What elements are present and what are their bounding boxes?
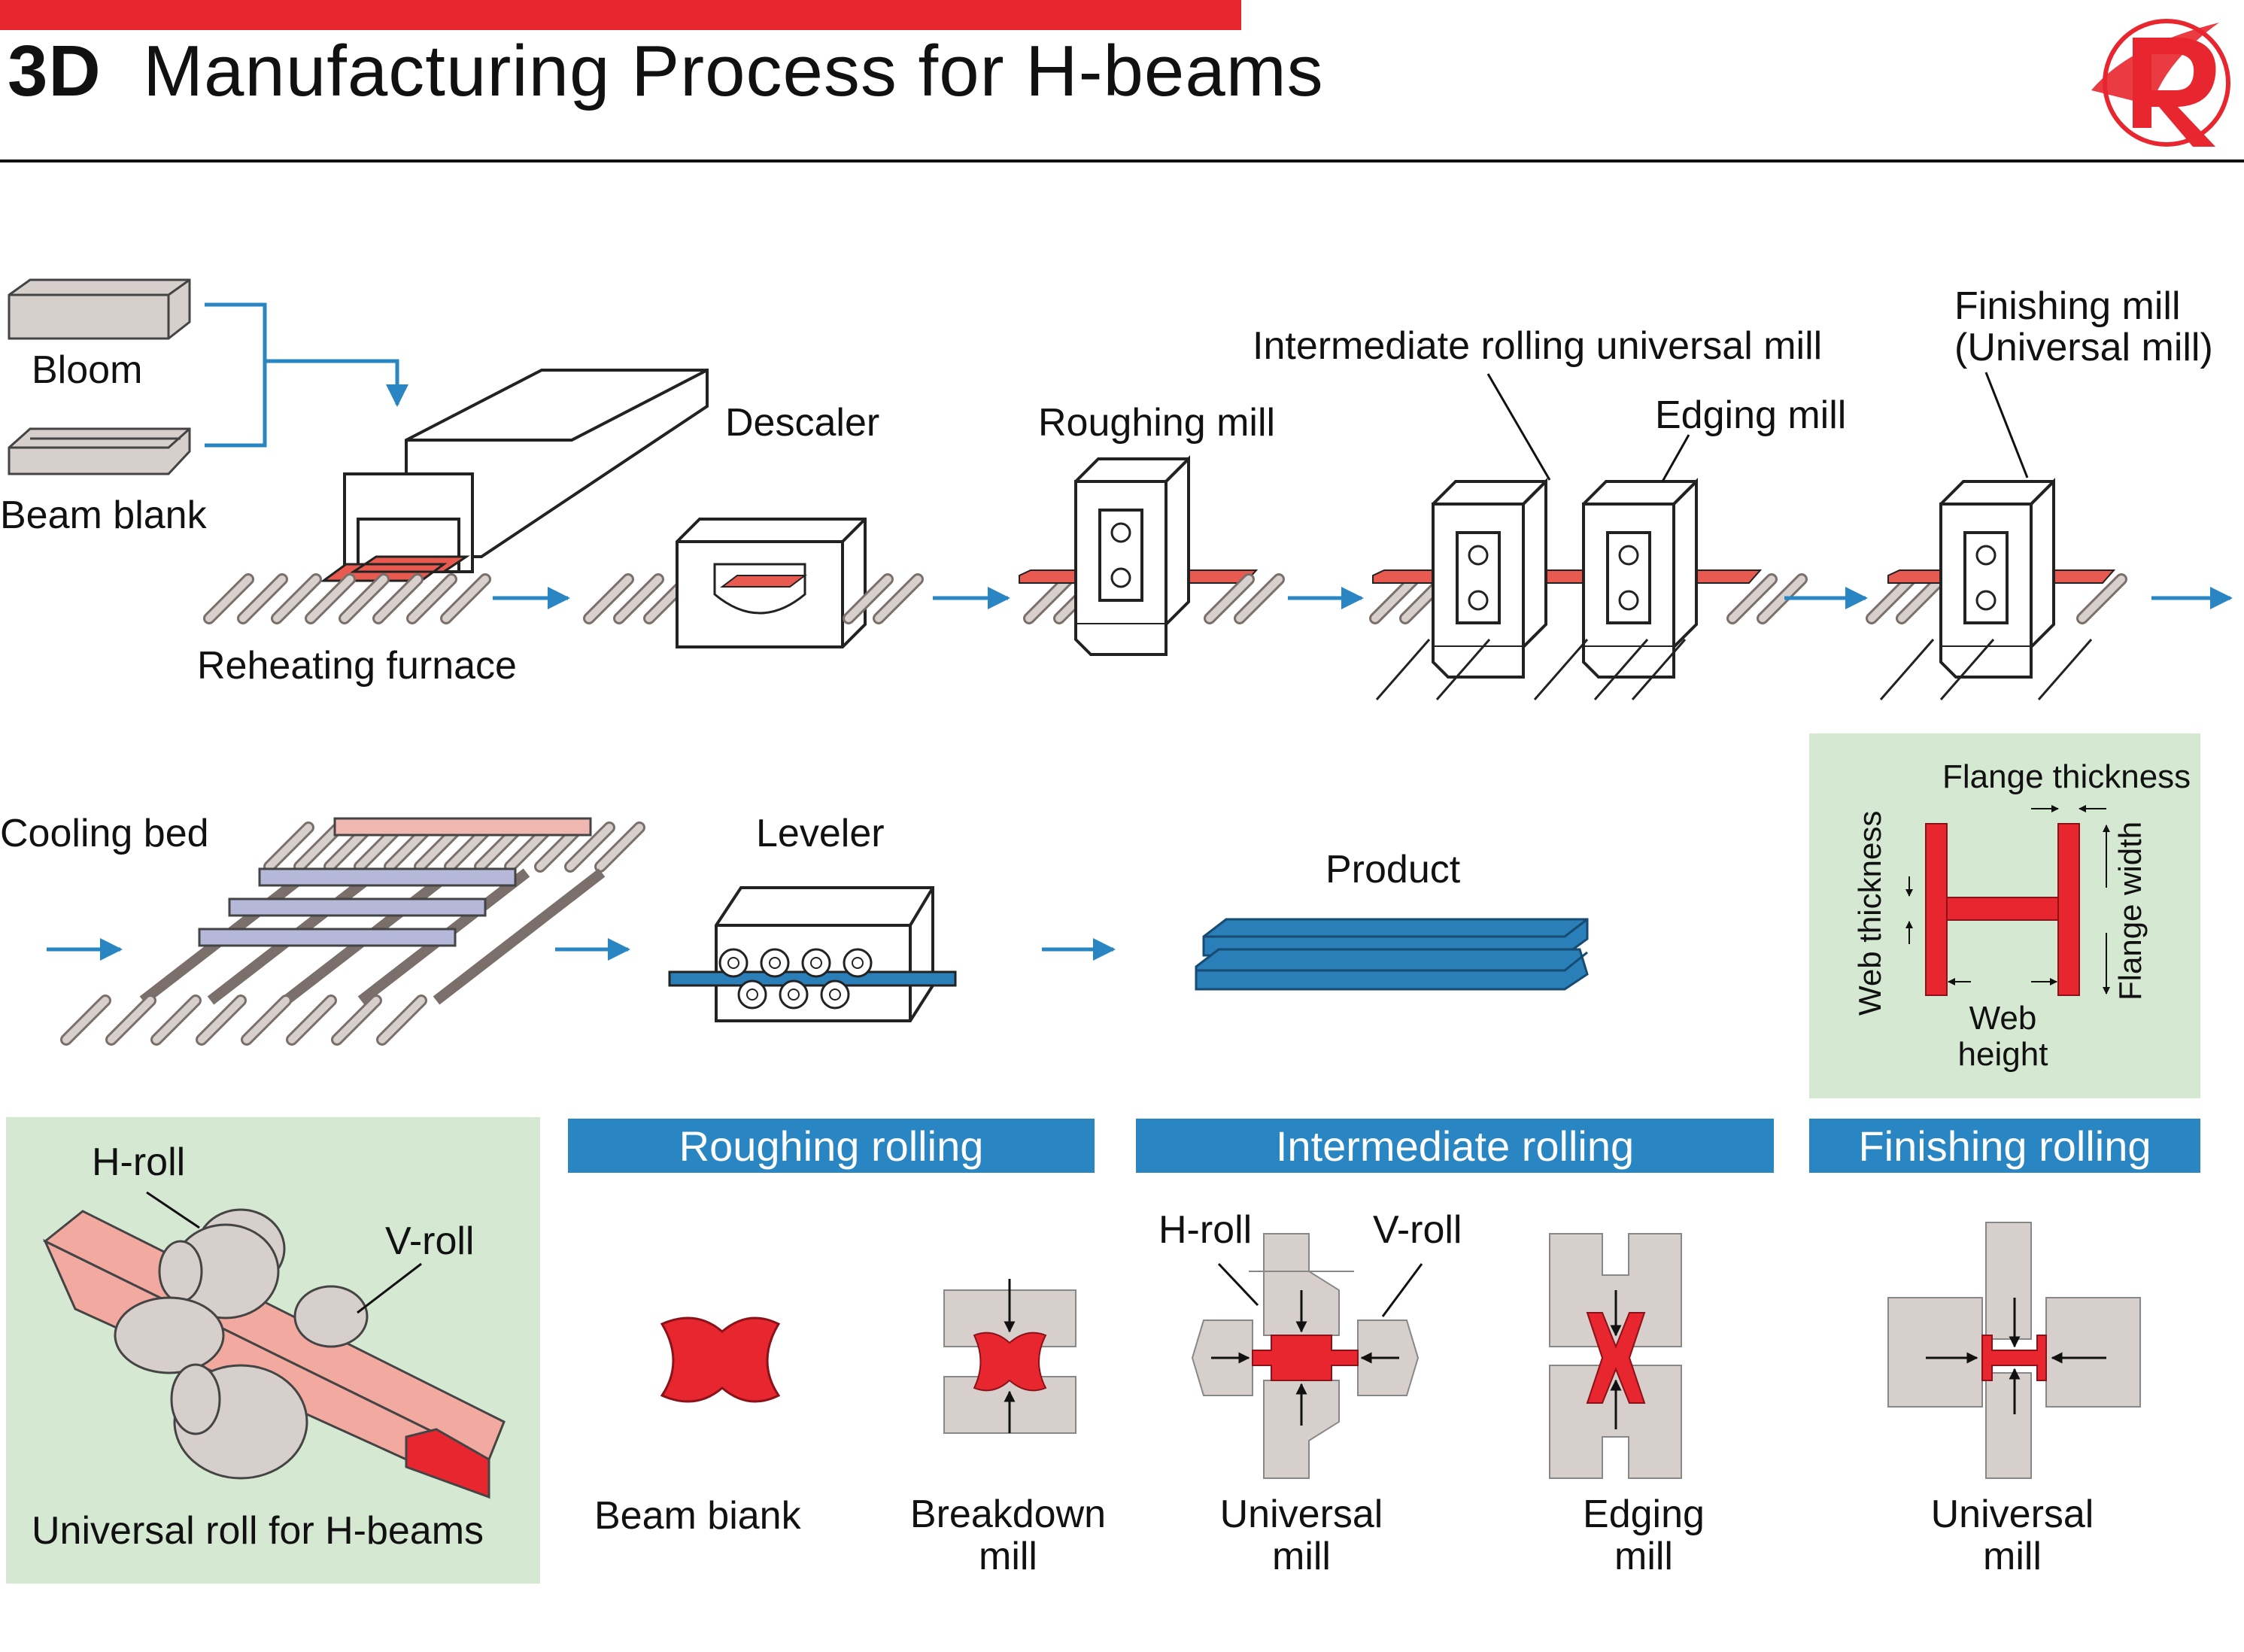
label-h-roll: H-roll <box>92 1140 186 1184</box>
breakdown-mill <box>943 1279 1076 1434</box>
label-cooling-bed: Cooling bed <box>0 812 209 855</box>
finishing-universal-line2: mill <box>1983 1535 2042 1579</box>
breakdown-line1: Breakdown <box>909 1493 1107 1536</box>
edging-line1: Edging <box>1583 1493 1705 1536</box>
label-product: Product <box>1325 848 1461 891</box>
label-flange-width: Flange width <box>2112 821 2148 1001</box>
label-beam-blank-section: Beam biank <box>594 1494 801 1538</box>
web-height-line2: height <box>1957 1035 2048 1073</box>
label-flange-thickness: Flange thickness <box>1942 758 2191 795</box>
label-edging-mill-section: Edging mill <box>1531 1493 1757 1578</box>
label-finishing-universal-mill: Universal mill <box>1899 1493 2125 1578</box>
label-leveler: Leveler <box>756 812 885 855</box>
intermediate-universal-mill <box>1191 1233 1423 1479</box>
product-h-beam <box>1195 918 1589 991</box>
universal-line1: Universal <box>1219 1493 1383 1536</box>
label-web-height: Web height <box>1956 1001 2050 1072</box>
label-intermediate-h-roll: H-roll <box>1158 1208 1253 1252</box>
label-intermediate-v-roll: V-roll <box>1373 1208 1462 1252</box>
bloom-block <box>8 278 191 340</box>
beam-blank-section <box>660 1316 781 1403</box>
label-v-roll: V-roll <box>385 1219 475 1263</box>
label-roughing-mill: Roughing mill <box>1038 401 1276 445</box>
finishing-mill-line2: (Universal mill) <box>1954 325 2213 369</box>
title-text: Manufacturing Process for H-beams <box>143 31 1324 111</box>
label-descaler: Descaler <box>725 401 880 445</box>
finishing-universal-mill <box>1887 1222 2141 1479</box>
intermediate-and-edging-mills <box>1373 480 1802 700</box>
section-number: 3D <box>8 31 102 111</box>
banner-finishing-rolling: Finishing rolling <box>1809 1119 2200 1173</box>
leader-line <box>1984 372 2029 478</box>
leader-line <box>1486 373 1551 481</box>
edging-mill <box>1549 1233 1682 1479</box>
universal-roll-illustration <box>42 1191 506 1499</box>
h-section-shape <box>1925 823 2080 996</box>
finishing-mill-line1: Finishing mill <box>1954 284 2181 328</box>
label-bloom: Bloom <box>32 348 143 392</box>
leveler <box>668 886 957 1022</box>
label-beam-blank: Beam blank <box>0 493 207 537</box>
label-web-thickness: Web thickness <box>1852 810 1887 1016</box>
label-intermediate-mill: Intermediate rolling universal mill <box>1253 324 1823 368</box>
edging-line2: mill <box>1614 1535 1673 1579</box>
banner-intermediate-rolling: Intermediate rolling <box>1136 1119 1774 1173</box>
label-edging-mill: Edging mill <box>1655 393 1847 437</box>
reheating-furnace <box>209 369 709 618</box>
finishing-universal-line1: Universal <box>1930 1493 2094 1536</box>
finishing-mill <box>1872 480 2121 700</box>
label-universal-mill: Universal mill <box>1189 1493 1414 1578</box>
beam-blank-block <box>8 427 191 475</box>
page-title: 3D Manufacturing Process for H-beams <box>8 30 1324 113</box>
label-breakdown-mill: Breakdown mill <box>895 1493 1121 1578</box>
universal-line2: mill <box>1272 1535 1331 1579</box>
header-accent-bar <box>0 0 1241 30</box>
dimension-markers <box>1905 805 2110 995</box>
label-universal-roll-caption: Universal roll for H-beams <box>32 1509 484 1553</box>
cooling-bed <box>66 817 639 1040</box>
banner-roughing-rolling: Roughing rolling <box>568 1119 1095 1173</box>
roughing-mill <box>1019 457 1279 656</box>
breakdown-line2: mill <box>979 1535 1037 1579</box>
descaler <box>589 518 918 648</box>
red-eagle-r-logo-icon <box>2091 19 2230 147</box>
label-finishing-mill: Finishing mill (Universal mill) <box>1954 286 2213 368</box>
web-height-line1: Web <box>1969 1000 2037 1037</box>
leader-line <box>1661 434 1690 482</box>
label-reheating-furnace: Reheating furnace <box>197 644 517 688</box>
input-bracket-arrow <box>205 302 397 448</box>
